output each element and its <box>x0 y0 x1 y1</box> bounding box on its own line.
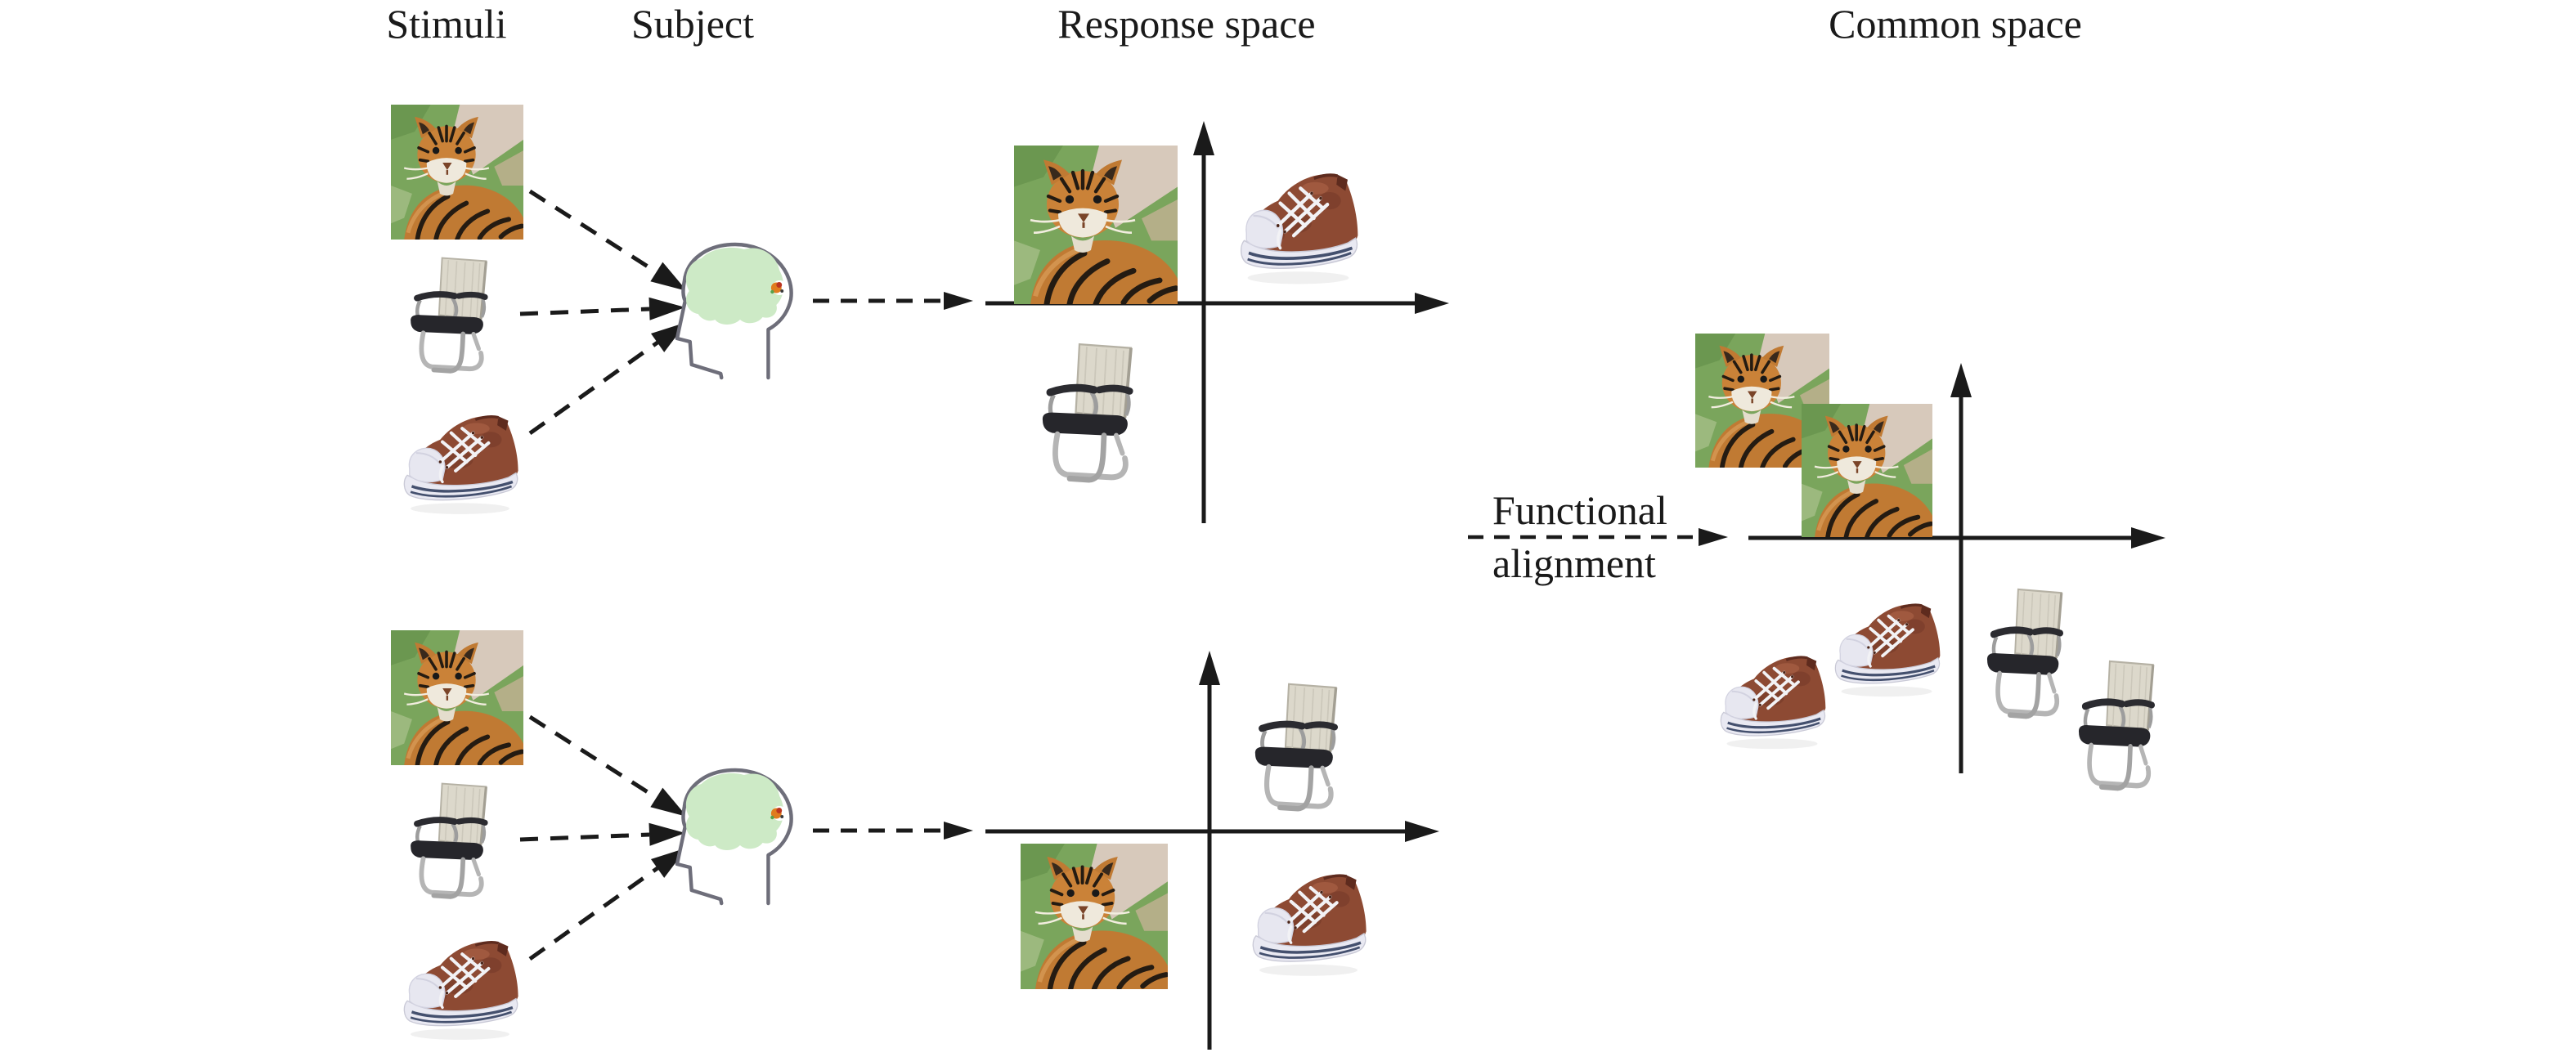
stimuli-to-subject1-arrows <box>519 189 659 436</box>
tiger-image <box>1014 146 1178 304</box>
common-space-panel <box>1695 334 2165 788</box>
header-subject: Subject <box>631 1 754 47</box>
functional-alignment-arrow: Functional alignment <box>1468 487 1728 586</box>
response-space-subject2 <box>985 651 1439 1050</box>
stimuli-to-subject2-arrows <box>519 714 659 961</box>
header-response-space: Response space <box>1057 1 1315 47</box>
alignment-label-line1: Functional <box>1492 487 1667 533</box>
dashed-arrow <box>528 189 658 275</box>
response-space-subject1 <box>985 121 1449 523</box>
header-common-space: Common space <box>1829 1 2082 47</box>
dashed-arrow <box>519 832 650 842</box>
tiger-image <box>1802 404 1932 537</box>
dashed-arrow <box>528 866 659 961</box>
dashed-arrow <box>519 307 650 316</box>
dashed-arrow <box>528 714 658 800</box>
alignment-label-line2: alignment <box>1492 540 1656 586</box>
tiger-image <box>391 105 523 240</box>
tiger-image <box>391 630 523 765</box>
subject2-to-response-arrow <box>813 822 973 840</box>
subject1-to-response-arrow <box>813 292 973 310</box>
dashed-arrow <box>528 340 659 436</box>
tiger-image <box>1021 844 1168 989</box>
header-stimuli: Stimuli <box>386 1 506 47</box>
